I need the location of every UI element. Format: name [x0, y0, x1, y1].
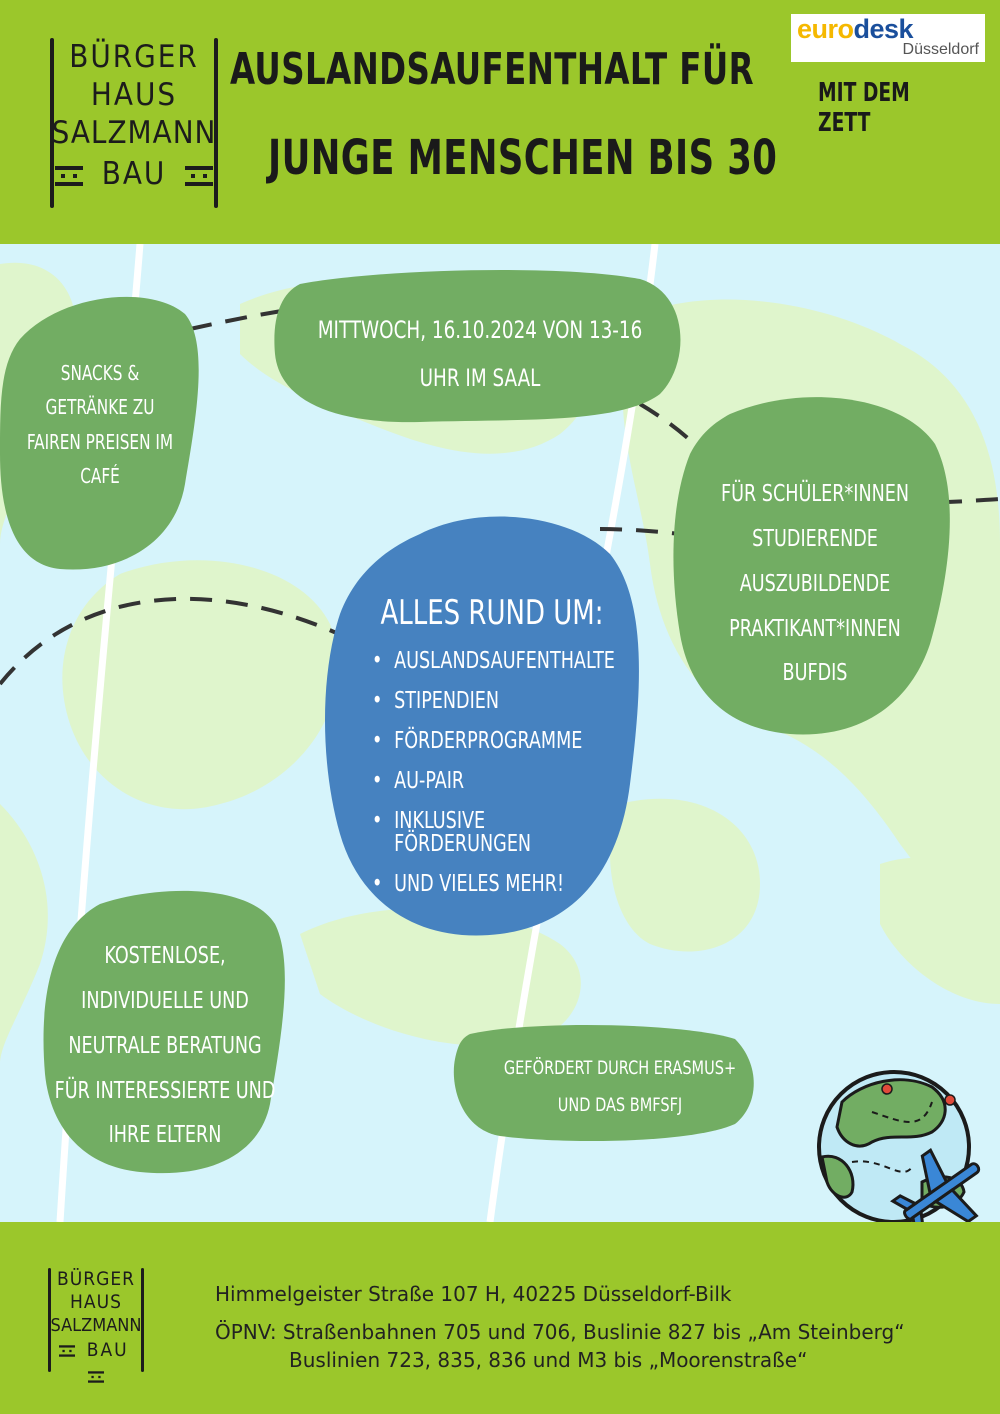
advice-bubble-shape	[43, 890, 285, 1174]
header-band: BÜRGER HAUS SALZMANN BAU AUSLANDSAUFENTH…	[0, 0, 1000, 244]
logo-line-2: HAUS	[90, 77, 178, 113]
footer-logo-line-4: BAU	[86, 1339, 129, 1361]
audience-bubble-shape	[673, 397, 950, 735]
footer-logo-mark-right-icon	[88, 1370, 104, 1383]
list-item: FÖRDERPROGRAMME	[372, 730, 619, 754]
audience-text: FÜR SCHÜLER*INNEN STUDIERENDE AUSZUBILDE…	[720, 481, 910, 687]
footer-logo-line-1: BÜRGER	[56, 1268, 136, 1290]
advice-text: KOSTENLOSE, INDIVIDUELLE UND NEUTRALE BE…	[54, 943, 276, 1149]
buergerhaus-logo: BÜRGER HAUS SALZMANN BAU	[50, 38, 218, 208]
topics-heading: ALLES RUND UM:	[380, 593, 604, 633]
logo-mark-left-icon	[54, 165, 83, 186]
snacks-text: SNACKS & GETRÄNKE ZU FAIREN PREISEN IM C…	[26, 361, 174, 489]
logo-line-4: BAU	[101, 156, 167, 192]
footer-buergerhaus-logo: BÜRGER HAUS SALZMANN BAU	[48, 1268, 144, 1383]
logo-mark-right-icon	[185, 165, 214, 186]
partner-note: MIT DEM ZETT	[818, 78, 910, 138]
footer-logo-mark-left-icon	[59, 1344, 76, 1357]
logo-line-1: BÜRGER	[69, 39, 199, 75]
list-item: AU-PAIR	[372, 770, 619, 794]
list-item: AUSLANDSAUFENTHALTE	[372, 650, 619, 674]
title-line-1: AUSLANDSAUFENTHALT FÜR	[230, 44, 755, 95]
topics-block: ALLES RUND UM: AUSLANDSAUFENTHALTE STIPE…	[372, 596, 619, 896]
eurodesk-logo: eurodesk Düsseldorf	[791, 14, 985, 62]
footer-logo-line-3: SALZMANN	[50, 1315, 142, 1336]
eurodesk-brand-part1: euro	[797, 14, 854, 44]
date-bubble-shape	[274, 269, 681, 423]
funding-text: GEFÖRDERT DURCH ERASMUS+ UND DAS BMFSFJ	[503, 1057, 737, 1117]
address: Himmelgeister Straße 107 H, 40225 Düssel…	[215, 1282, 732, 1306]
list-item: STIPENDIEN	[372, 690, 619, 714]
title-line-2: JUNGE MENSCHEN BIS 30	[268, 130, 778, 186]
transit-line-2: Buslinien 723, 835, 836 und M3 bis „Moor…	[289, 1348, 808, 1372]
event-date-text: MITTWOCH, 16.10.2024 VON 13-16 UHR IM SA…	[317, 316, 643, 392]
logo-line-3: SALZMANN	[51, 115, 217, 151]
list-item: INKLUSIVE FÖRDERUNGEN	[372, 810, 619, 856]
list-item: UND VIELES MEHR!	[372, 873, 619, 897]
eurodesk-brand-part2: desk	[853, 14, 914, 44]
airplane-icon	[890, 1148, 981, 1237]
snacks-bubble-shape	[0, 296, 199, 570]
footer-band: BÜRGER HAUS SALZMANN BAU Himmelgeister S…	[0, 1222, 1000, 1414]
footer-logo-line-2: HAUS	[70, 1291, 122, 1313]
funding-bubble-shape	[453, 1024, 754, 1141]
eurodesk-city: Düsseldorf	[902, 41, 979, 58]
topics-list: AUSLANDSAUFENTHALTE STIPENDIEN FÖRDERPRO…	[372, 650, 619, 897]
transit-line-1: ÖPNV: Straßenbahnen 705 und 706, Buslini…	[215, 1320, 905, 1344]
